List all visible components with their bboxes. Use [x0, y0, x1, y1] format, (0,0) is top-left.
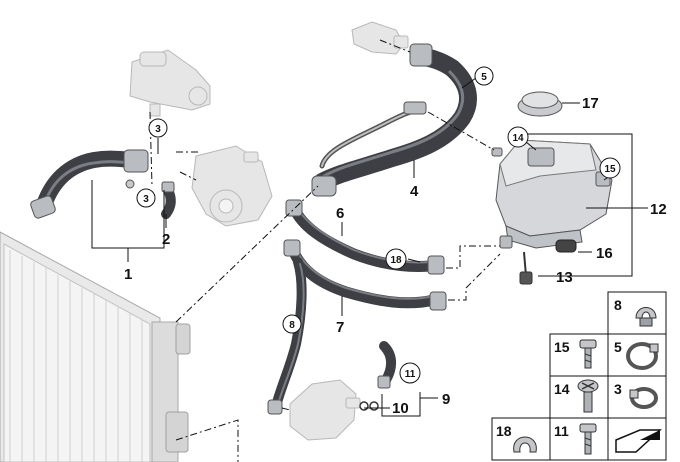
- callout-5-circle: [474, 66, 494, 86]
- callout-3-lower: 3: [143, 194, 149, 205]
- callout-18: 18: [390, 255, 402, 266]
- bleed-pipe: [319, 101, 427, 169]
- bolt-15-icon: [579, 339, 597, 369]
- small-parts-grid: 8 15 5 14 3 18 11: [491, 291, 667, 461]
- expansion-tank-12: [491, 139, 613, 249]
- leader-lines: [91, 77, 648, 417]
- grid-label-5: 5: [614, 339, 622, 355]
- ghost-expansion-tank: [129, 49, 211, 117]
- screw-14-icon: [577, 379, 599, 413]
- grid-cell-11: [549, 417, 609, 461]
- grid-label-3: 3: [614, 381, 622, 397]
- callout-16: 16: [596, 245, 613, 262]
- o-rings-10: [359, 401, 379, 411]
- callout-10: 10: [392, 400, 409, 417]
- ghost-pipe-stub: [351, 21, 409, 55]
- hose-7: [283, 239, 447, 311]
- clip-8-icon: [635, 307, 657, 327]
- callout-labels: 1 2 3 3 4 5 6 7 8 9 10 11 12 13 14 15 16…: [124, 66, 667, 417]
- connection-lines: [149, 39, 501, 462]
- callout-1: 1: [124, 266, 132, 283]
- hose-4: [311, 43, 477, 197]
- callout-15-circle: [599, 157, 621, 179]
- callout-7: 7: [336, 319, 344, 336]
- callout-5: 5: [481, 72, 487, 83]
- callout-9: 9: [442, 391, 450, 408]
- callout-11: 11: [405, 369, 416, 380]
- grid-label-15: 15: [554, 339, 570, 355]
- sensor-13: [519, 251, 533, 285]
- hose-8: [267, 257, 307, 415]
- callout-6: 6: [336, 205, 344, 222]
- grid-cell-15: [549, 333, 609, 377]
- grid-label-18: 18: [496, 423, 512, 439]
- callout-3-lower-circle: [136, 188, 156, 208]
- callout-17: 17: [582, 95, 599, 112]
- ghost-electric-pump: [289, 379, 361, 441]
- clamp-5-icon: [626, 342, 659, 370]
- callout-15: 15: [604, 164, 616, 175]
- callout-12: 12: [650, 201, 667, 218]
- callout-13: 13: [556, 269, 573, 286]
- callout-8-circle: [282, 314, 302, 334]
- hose-2: [161, 181, 176, 219]
- callout-2: 2: [162, 231, 170, 248]
- callout-11-circle: [399, 362, 421, 384]
- callout-14: 14: [512, 133, 524, 144]
- clamp-3-icon: [629, 387, 658, 409]
- callout-3-upper: 3: [155, 124, 161, 135]
- hose-6: [285, 199, 445, 275]
- callout-8: 8: [289, 320, 295, 331]
- clip-18-icon: [513, 436, 537, 453]
- grid-label-11: 11: [554, 423, 569, 439]
- screw-11-icon: [579, 423, 597, 455]
- callout-14-circle: [507, 126, 529, 148]
- callout-18-circle: [385, 248, 407, 270]
- hose-11: [377, 341, 396, 389]
- hose-1: [30, 149, 149, 219]
- radiator: [0, 231, 191, 462]
- grid-label-14: 14: [554, 381, 570, 397]
- callout-4: 4: [410, 183, 419, 200]
- ghost-water-pump: [191, 145, 273, 227]
- callout-3-upper-circle: [148, 118, 168, 138]
- grid-label-8: 8: [614, 297, 622, 313]
- arrow-symbol-icon: [615, 429, 662, 453]
- tank-cap-17: [517, 91, 563, 117]
- clip-16: [555, 239, 577, 253]
